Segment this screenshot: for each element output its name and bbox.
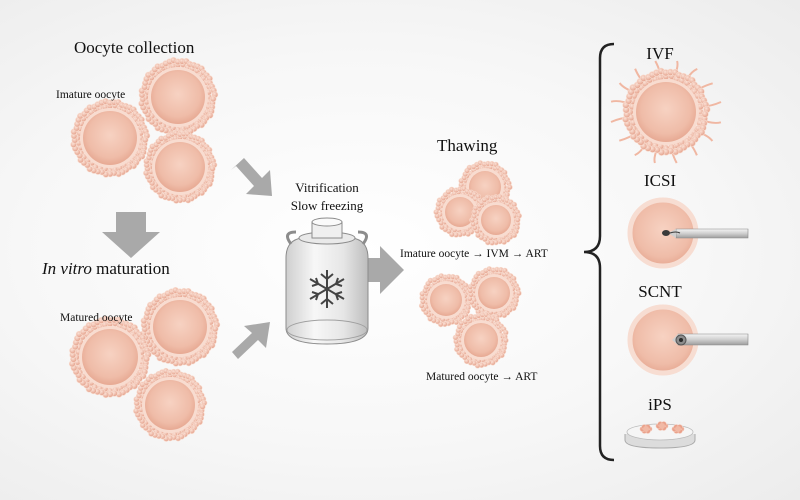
oocyte-collection-cell (143, 129, 218, 204)
ivf-illustration (610, 60, 722, 164)
matured-oocyte-cell (133, 367, 208, 442)
immature-oocyte-label: Imature oocyte (56, 89, 126, 101)
in-vitro-maturation-title: In vitro maturation (42, 259, 170, 279)
ivf-oocyte-cell (622, 67, 711, 156)
application-label-ivf: IVF (646, 44, 674, 63)
flow-arrows (102, 158, 404, 359)
ips-colony (655, 421, 669, 431)
slow-freezing-label: Slow freezing (290, 198, 364, 213)
ips-colony (639, 424, 653, 434)
application-label-icsi: ICSI (643, 171, 677, 190)
sperm-head-icon (662, 230, 670, 236)
matured-oocyte-label: Matured oocyte (60, 312, 133, 324)
snowflake-icon (309, 270, 345, 308)
applications-bracket (583, 42, 615, 462)
vitrification-label: Vitrification (295, 180, 359, 195)
immature-pathway-label: Imature oocyte → IVM → ART (400, 248, 548, 260)
scnt-illustration (627, 304, 749, 376)
application-label-ips: iPS (648, 395, 672, 414)
maturation-text: maturation (91, 259, 170, 278)
thawed-immature-oocyte (469, 193, 522, 246)
thawed-matured-oocyte (452, 311, 509, 369)
thawed-matured-oocyte (418, 273, 474, 328)
thawed-matured-oocyte (466, 266, 522, 321)
matured-oocyte-cell (68, 315, 152, 399)
oocyte-collection-cell (138, 56, 219, 137)
ips-colony (671, 424, 685, 434)
arrow-collection-to-freezing (231, 158, 272, 196)
arrow-maturation-to-freezing (232, 322, 270, 359)
in-vitro-italic: In vitro (42, 259, 92, 278)
arrow-collection-to-maturation (102, 212, 160, 258)
thawing-title: Thawing (437, 136, 498, 155)
oocyte-collection-title: Oocyte collection (74, 38, 195, 57)
icsi-illustration (627, 197, 749, 269)
application-label-scnt: SCNT (638, 282, 682, 301)
cryo-tank (285, 217, 369, 345)
ips-illustration (624, 421, 696, 449)
matured-pathway-label: Matured oocyte → ART (426, 371, 538, 383)
arrow-freezing-to-thawing (366, 246, 404, 294)
matured-oocyte-cell (140, 286, 221, 367)
oocyte-cells (68, 56, 522, 442)
oocyte-collection-cell (70, 98, 151, 178)
